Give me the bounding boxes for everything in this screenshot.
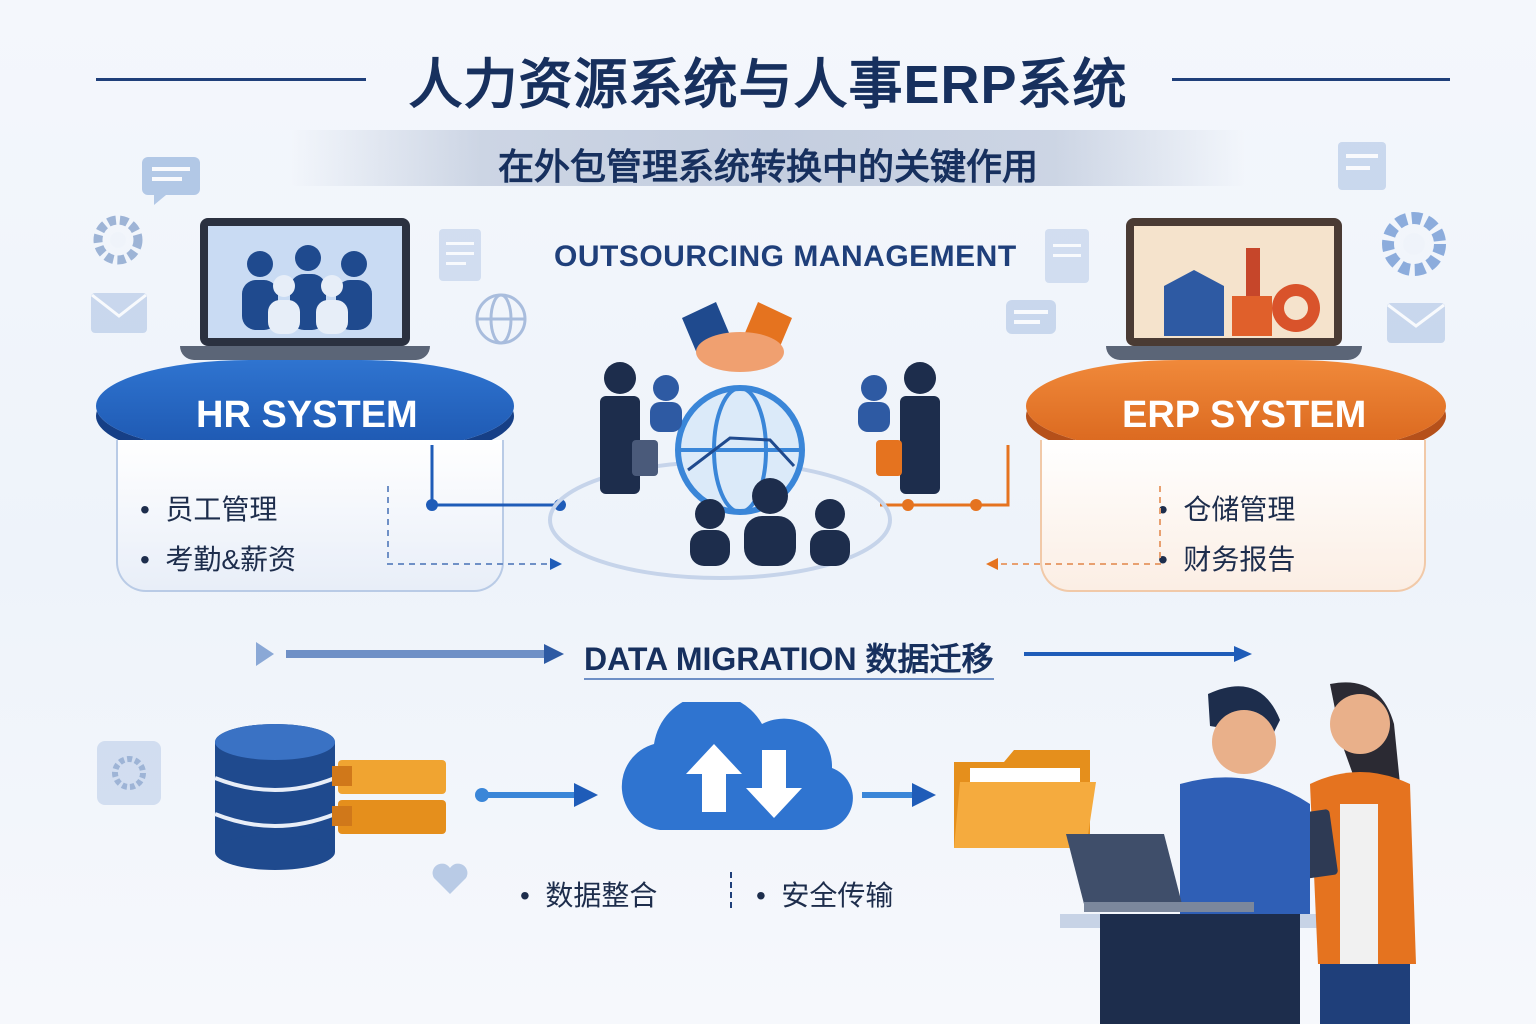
cloud-sync-icon (621, 702, 853, 831)
database-icon (214, 724, 336, 870)
erp-dashed-arrow (986, 486, 1161, 570)
migration-feature-1: • 数据整合 (520, 880, 658, 911)
document-icon (439, 229, 481, 281)
erp-feature-2-text: 财务报告 (1183, 544, 1296, 575)
flow-arrow-2 (862, 783, 936, 807)
chat-icon (1006, 300, 1056, 334)
subtitle-band (290, 130, 1246, 186)
migration-feature-2-text: 安全传输 (781, 880, 894, 911)
hr-laptop-screen (200, 218, 410, 346)
globe-icon (475, 293, 527, 345)
team-icon (208, 226, 402, 338)
erp-feature-2: • 财务报告 (1158, 544, 1296, 575)
folder-icon (954, 750, 1096, 848)
migration-feature-2: • 安全传输 (756, 880, 894, 911)
gear-icon (97, 741, 161, 805)
gear-icon (93, 215, 143, 265)
migration-label: DATA MIGRATION 数据迁移 (584, 641, 994, 677)
handshake-icon (682, 302, 792, 372)
page-title: 人力资源系统与人事ERP系统 (408, 55, 1128, 115)
document-icon (1045, 229, 1089, 283)
team-at-laptop-illustration (1060, 682, 1416, 1024)
hr-system-label: HR SYSTEM (196, 394, 418, 436)
chat-icon (142, 157, 200, 205)
migration-arrow-right (1024, 646, 1252, 662)
erp-feature-1: • 仓储管理 (1158, 494, 1296, 525)
gear-icon (1382, 212, 1446, 276)
server-boxes-icon (332, 760, 446, 834)
migration-feature-1-text: 数据整合 (545, 880, 658, 911)
business-people (600, 362, 940, 566)
factory-icon (1134, 226, 1334, 338)
document-icon (1338, 142, 1386, 190)
feature-divider (730, 872, 734, 908)
erp-laptop-screen (1126, 218, 1342, 346)
title-rule-left (96, 78, 366, 81)
outsourcing-label: OUTSOURCING MANAGEMENT (554, 240, 1017, 273)
migration-underline (584, 678, 994, 680)
hr-feature-1-text: 员工管理 (165, 494, 278, 525)
erp-system-label: ERP SYSTEM (1122, 394, 1367, 436)
outsourcing-illustration (426, 302, 1010, 580)
flow-arrow-1 (475, 783, 598, 807)
heart-icon (432, 863, 468, 894)
hr-feature-2: • 考勤&薪资 (140, 544, 297, 575)
erp-feature-1-text: 仓储管理 (1183, 494, 1296, 525)
mail-icon (91, 293, 147, 333)
page-subtitle: 在外包管理系统转换中的关键作用 (497, 146, 1038, 187)
hr-system-platform (96, 360, 514, 452)
hr-laptop-base (180, 346, 430, 360)
migration-arrow-left (256, 642, 564, 666)
hr-system-panel (116, 440, 504, 592)
hr-feature-1: • 员工管理 (140, 494, 278, 525)
title-rule-right (1172, 78, 1450, 81)
erp-system-platform (1026, 360, 1446, 452)
mail-icon (1387, 303, 1445, 343)
hr-dashed-arrow (387, 486, 562, 570)
erp-laptop-base (1106, 346, 1362, 360)
erp-system-panel (1040, 440, 1426, 592)
hr-feature-2-text: 考勤&薪资 (165, 544, 297, 575)
